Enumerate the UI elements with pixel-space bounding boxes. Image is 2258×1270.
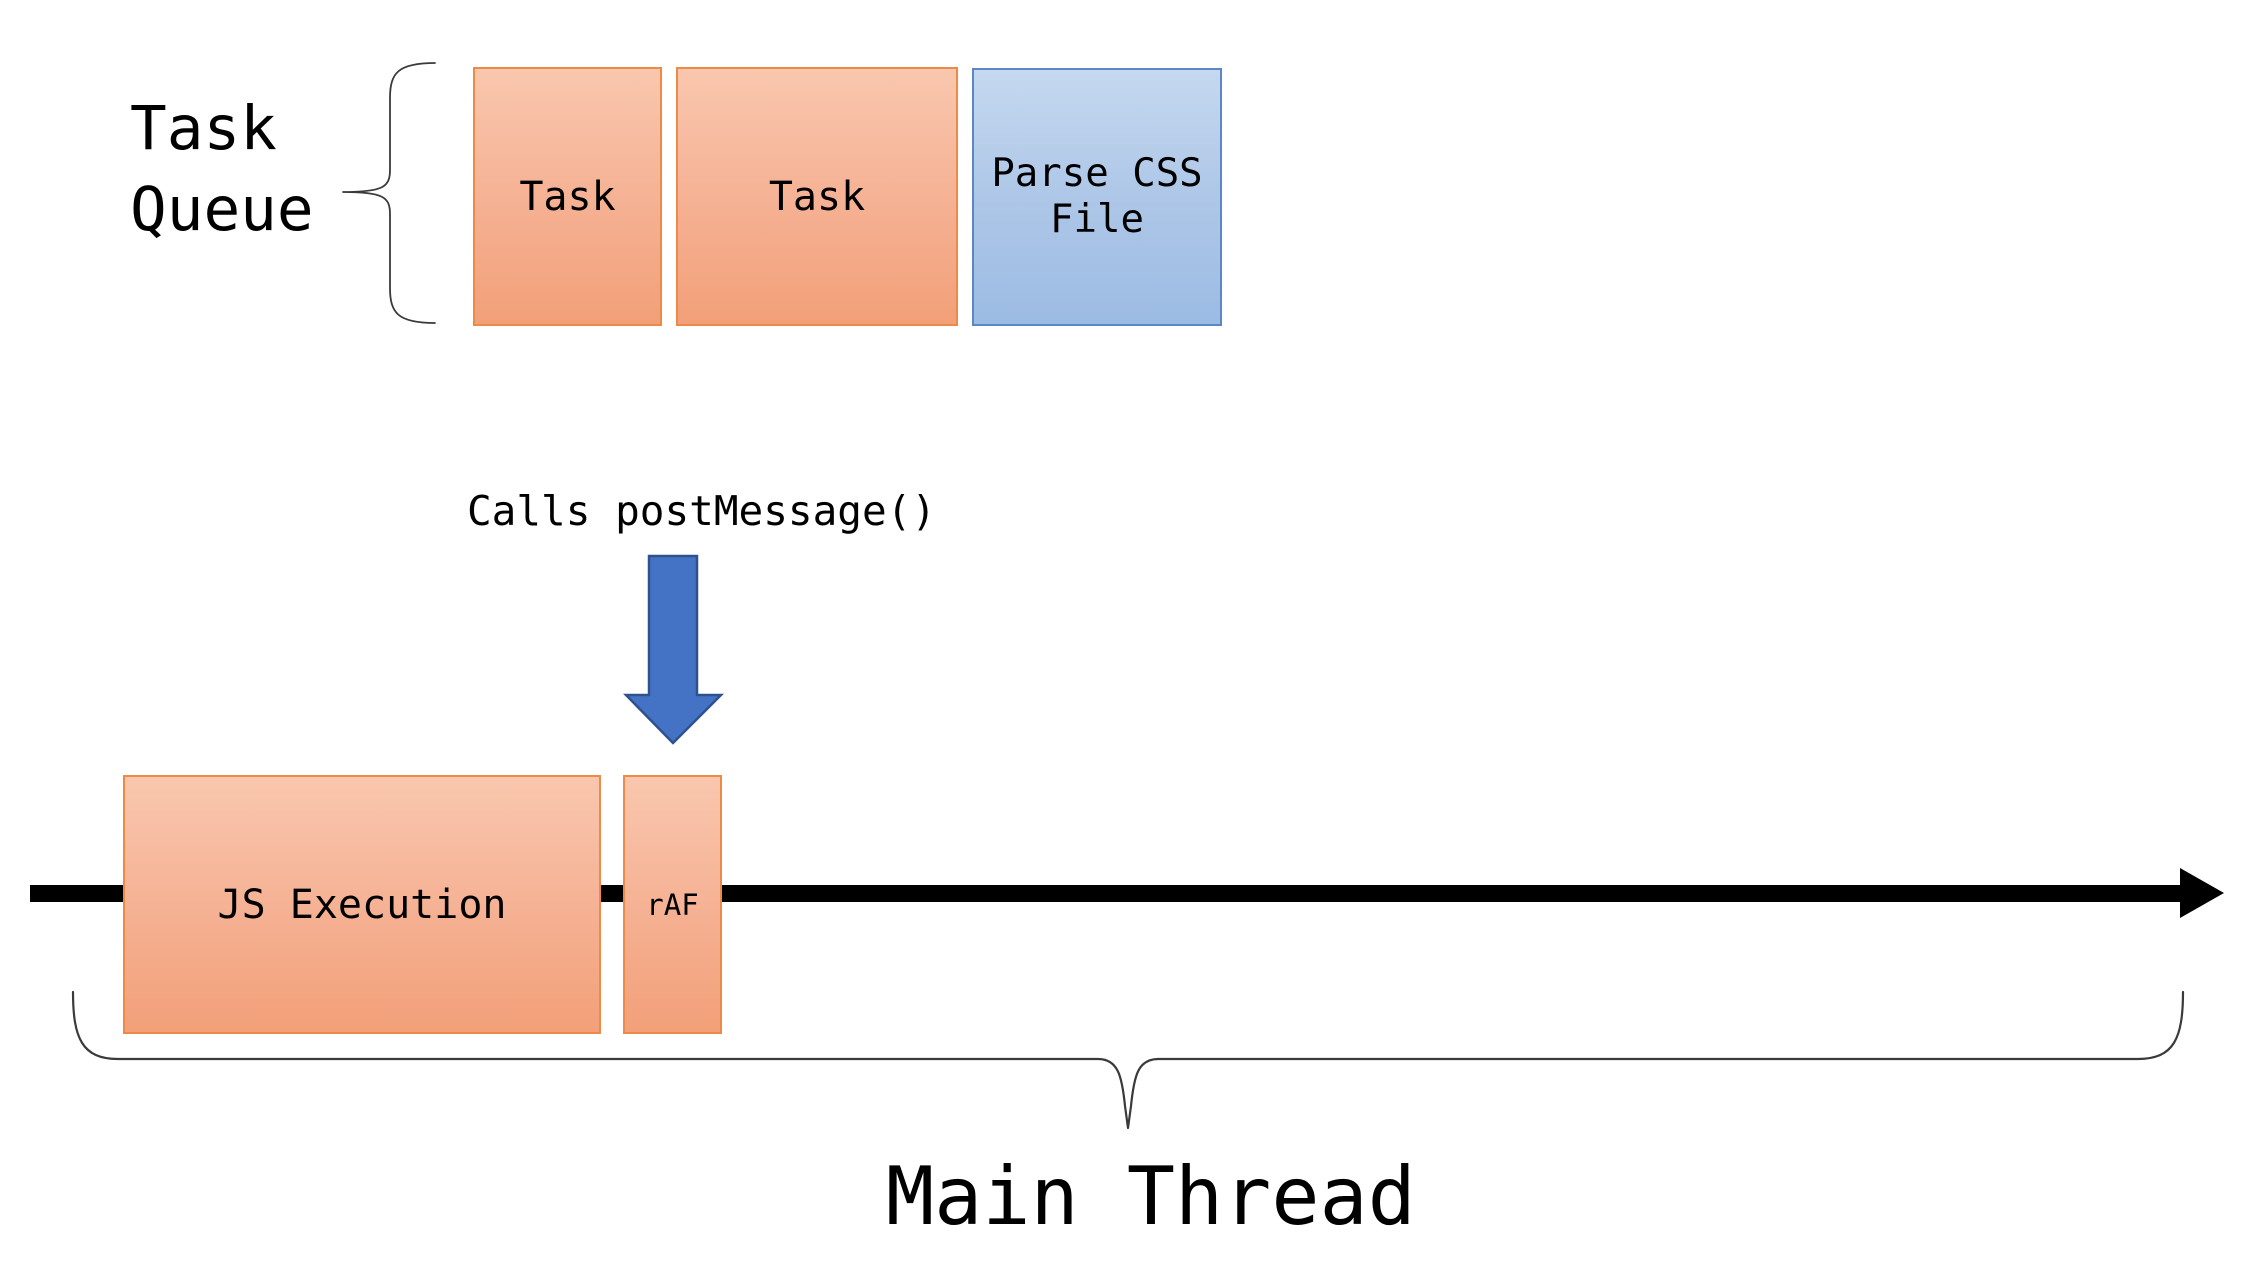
- task-box-2-label: Task: [768, 173, 866, 220]
- parse-css-file-box: Parse CSS File: [972, 68, 1222, 326]
- left-brace-icon: [342, 62, 436, 324]
- calls-postmessage-label: Calls postMessage(): [467, 487, 936, 535]
- raf-box: rAF: [623, 775, 722, 1034]
- parse-css-file-box-label: Parse CSS File: [991, 151, 1203, 242]
- raf-box-label: rAF: [646, 887, 699, 922]
- task-box-1-label: Task: [519, 173, 616, 220]
- down-arrow-icon: [623, 554, 725, 745]
- bottom-brace-icon: [71, 990, 2185, 1130]
- js-execution-box: JS Execution: [123, 775, 601, 1034]
- main-thread-label: Main Thread: [886, 1150, 1416, 1243]
- task-queue-label: Task Queue: [130, 88, 314, 250]
- task-box-1: Task: [473, 67, 662, 326]
- task-queue-label-line2: Queue: [130, 174, 314, 245]
- task-box-2: Task: [676, 67, 958, 326]
- task-queue-label-line1: Task: [130, 93, 277, 164]
- js-execution-box-label: JS Execution: [217, 881, 507, 928]
